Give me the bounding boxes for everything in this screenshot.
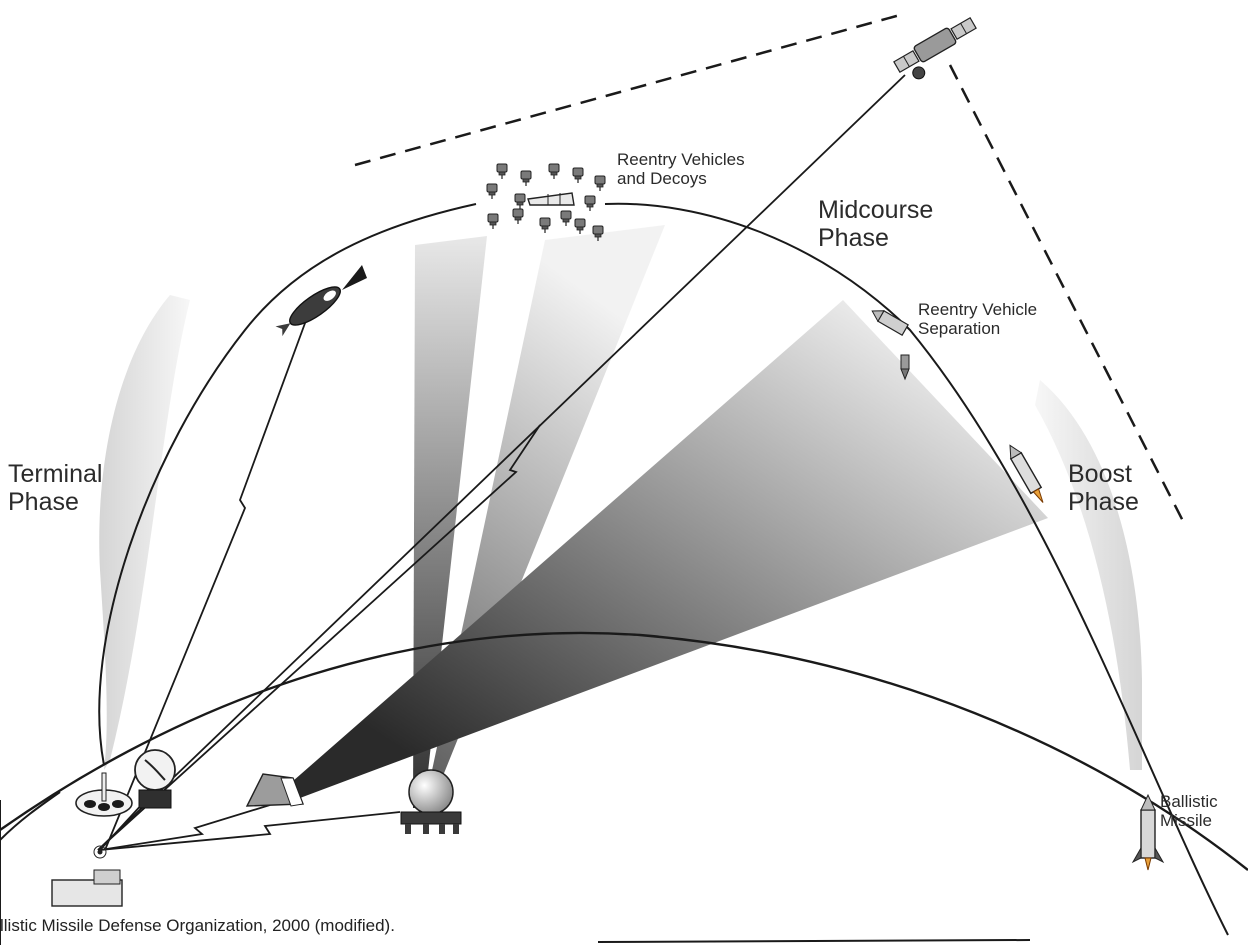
dish-radar-icon bbox=[134, 749, 176, 809]
label-line: Separation bbox=[918, 319, 1001, 339]
tent-radar-beam bbox=[285, 300, 1048, 798]
label-terminal-phase: Terminal Phase bbox=[8, 460, 102, 516]
label-line: Phase bbox=[8, 488, 79, 516]
tent-radar-link bbox=[99, 804, 271, 851]
label-line: Phase bbox=[818, 224, 889, 252]
label-line: Reentry Vehicles bbox=[617, 150, 745, 169]
spent-stage-icon bbox=[900, 354, 910, 381]
label-reentry-vehicle-separation: Reentry Vehicle Separation bbox=[918, 300, 1037, 338]
label-boost-phase: Boost Phase bbox=[1068, 460, 1139, 516]
tent-radar-icon bbox=[245, 773, 305, 807]
satellite-coverage-left bbox=[354, 13, 901, 167]
label-line: Terminal bbox=[8, 460, 103, 488]
satellite-link bbox=[97, 74, 906, 851]
label-line: Reentry Vehicle bbox=[918, 300, 1038, 319]
label-line: Boost bbox=[1068, 460, 1132, 488]
launch-silo-icon bbox=[75, 772, 133, 817]
trajectory-arrowhead bbox=[342, 265, 367, 290]
earth-curve-left bbox=[0, 791, 61, 841]
label-line: and Decoys bbox=[617, 169, 707, 189]
command-center-icon bbox=[51, 845, 123, 907]
boost-zone bbox=[1035, 380, 1142, 770]
interceptor-link bbox=[104, 314, 309, 851]
satellite-coverage-right bbox=[948, 64, 1187, 526]
separation-vehicle-icon bbox=[871, 309, 909, 337]
satellite-relay-zigzag bbox=[97, 424, 541, 851]
earth-horizon-bottom bbox=[597, 939, 1031, 943]
label-line: Midcourse bbox=[818, 196, 934, 224]
ballistic-missile-icon bbox=[1131, 793, 1165, 871]
label-ballistic-missile: Ballistic Missile bbox=[1160, 792, 1218, 830]
label-line: Missile bbox=[1160, 811, 1212, 831]
missile-trajectory bbox=[604, 202, 1229, 936]
radome-link bbox=[99, 811, 401, 851]
source-caption: llistic Missile Defense Organization, 20… bbox=[0, 916, 395, 935]
boost-missile-icon bbox=[1009, 444, 1044, 503]
label-line: Ballistic bbox=[1160, 792, 1218, 811]
missile-trajectory-descent bbox=[98, 203, 477, 766]
radome-radar-icon bbox=[400, 769, 462, 834]
terminal-zone bbox=[99, 295, 190, 770]
post-boost-vehicle-icon bbox=[527, 192, 575, 206]
satellite-icon bbox=[893, 16, 977, 80]
label-line: Phase bbox=[1068, 488, 1139, 516]
interceptor-icon bbox=[275, 286, 341, 337]
label-midcourse-phase: Midcourse Phase bbox=[818, 196, 933, 252]
earth-curve-back bbox=[0, 631, 1248, 871]
label-reentry-vehicles-decoys: Reentry Vehicles and Decoys bbox=[617, 150, 745, 188]
